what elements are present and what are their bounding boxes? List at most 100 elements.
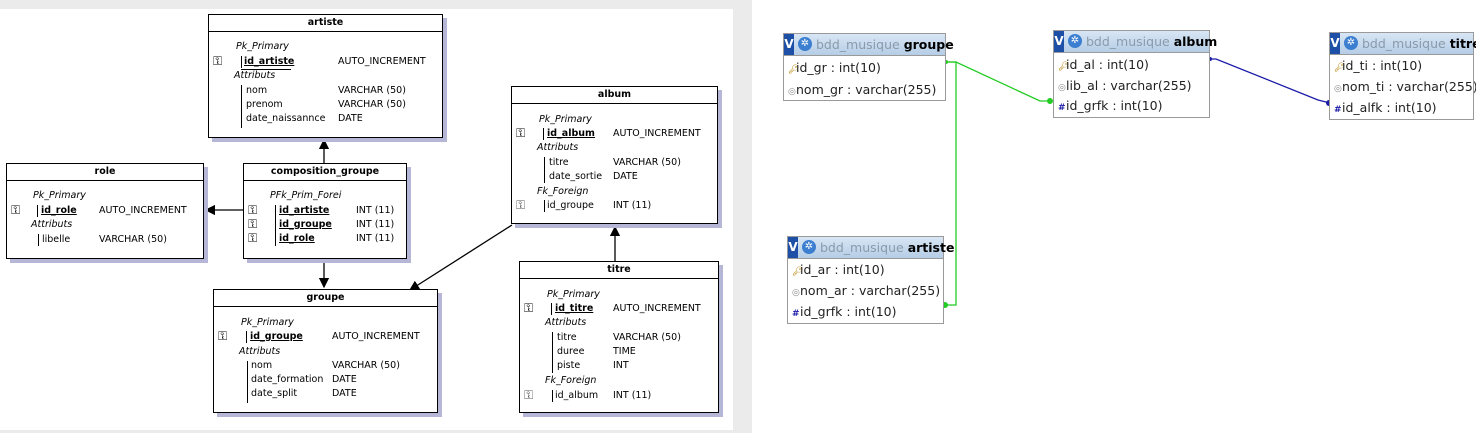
pfk-field-type: INT (11)	[356, 219, 395, 230]
attr-type: VARCHAR (50)	[613, 157, 681, 168]
fk-field-name: id_album	[555, 390, 599, 401]
attr-type: INT	[613, 360, 629, 371]
table-title: album	[512, 87, 717, 104]
table-title: groupe	[214, 290, 437, 307]
key-icon: ⚿	[524, 301, 534, 315]
table-title: artiste	[209, 15, 442, 32]
database-name: bdd_musique	[820, 240, 904, 255]
table-name: titre	[1449, 36, 1476, 51]
column-row[interactable]: #id_alfk : int(10)	[1334, 100, 1437, 118]
primary-key-icon: 🔑︎	[788, 65, 800, 75]
table-settings-icon[interactable]: ✲	[798, 37, 812, 51]
attr-type: DATE	[338, 113, 363, 124]
pk-field-type: AUTO_INCREMENT	[338, 56, 426, 67]
attr-name: date_naissannce	[246, 113, 326, 124]
section-label-pk: Pk_Primary	[241, 317, 294, 328]
attr-type: DATE	[332, 388, 357, 399]
attr-name: titre	[557, 332, 577, 343]
table-artiste: artiste ⚿ Pk_Primary id_artiste AUTO_INC…	[208, 14, 443, 138]
column-row[interactable]: ◎nom_ti : varchar(255)	[1334, 79, 1476, 97]
table-title: role	[7, 164, 203, 181]
pk-field-type: AUTO_INCREMENT	[613, 303, 701, 314]
section-label-attributes: Attributs	[31, 219, 73, 230]
attr-type: TIME	[613, 346, 636, 357]
column-row[interactable]: ◎nom_ar : varchar(255)	[792, 283, 940, 301]
table-titre: titre ⚿ Pk_Primary id_titre AUTO_INCREME…	[519, 261, 719, 413]
attr-type: VARCHAR (50)	[613, 332, 681, 343]
link-album-groupe	[408, 224, 513, 291]
foreign-key-icon: ⚿	[524, 388, 534, 402]
attr-name: prenom	[246, 99, 283, 110]
fk-field-type: INT (11)	[613, 390, 652, 401]
attr-type: VARCHAR (50)	[332, 360, 400, 371]
column-row[interactable]: ◎lib_al : varchar(255)	[1058, 78, 1192, 96]
section-label-pk: Pk_Primary	[547, 289, 600, 300]
attr-type: VARCHAR (50)	[99, 234, 167, 245]
table-settings-icon[interactable]: ✲	[1344, 36, 1358, 50]
numeric-column-icon: #	[1058, 103, 1066, 113]
attr-type: VARCHAR (50)	[338, 99, 406, 110]
table-composition-groupe: composition_groupe PFk_Prim_Forei ⚿ ⚿ ⚿ …	[243, 163, 407, 259]
pfk-field-type: INT (11)	[356, 233, 395, 244]
toggle-columns-button[interactable]: V	[1054, 31, 1064, 52]
column-row[interactable]: #id_grfk : int(10)	[1058, 98, 1162, 116]
pk-field-type: AUTO_INCREMENT	[99, 205, 187, 216]
attr-name: nom	[251, 360, 273, 371]
pma-table-header[interactable]: V ✲ bdd_musiquetitre	[1330, 33, 1476, 55]
link-titre-album	[1209, 58, 1331, 104]
attr-type: VARCHAR (50)	[338, 85, 406, 96]
left-relationship-links	[204, 138, 621, 291]
attr-name: date_formation	[251, 374, 324, 385]
numeric-column-icon: #	[792, 309, 800, 319]
toggle-columns-button[interactable]: V	[788, 237, 798, 258]
pfk-field-type: INT (11)	[356, 205, 395, 216]
table-name: groupe	[903, 37, 954, 52]
fk-field-type: INT (11)	[613, 200, 652, 211]
toggle-columns-button[interactable]: V	[1330, 33, 1340, 54]
attr-type: DATE	[332, 374, 357, 385]
text-column-icon: ◎	[788, 87, 796, 97]
pma-table-titre[interactable]: V ✲ bdd_musiquetitre 🔑︎id_ti : int(10) ◎…	[1329, 32, 1476, 120]
primary-key-icon: 🔑︎	[792, 267, 804, 277]
column-row[interactable]: 🔑︎id_ar : int(10)	[792, 262, 885, 280]
section-label-pfk: PFk_Prim_Forei	[270, 190, 342, 201]
table-name: artiste	[907, 240, 955, 255]
left-diagram-panel: artiste ⚿ Pk_Primary id_artiste AUTO_INC…	[0, 0, 752, 433]
pfk-field-name: id_groupe	[279, 219, 332, 230]
section-label-attributes: Attributs	[239, 346, 281, 357]
toggle-columns-button[interactable]: V	[784, 34, 794, 55]
table-settings-icon[interactable]: ✲	[802, 240, 816, 254]
pk-field-type: AUTO_INCREMENT	[613, 128, 701, 139]
section-label-pk: Pk_Primary	[33, 190, 86, 201]
attr-type: DATE	[613, 171, 638, 182]
table-settings-icon[interactable]: ✲	[1068, 34, 1082, 48]
section-label-pk: Pk_Primary	[539, 114, 592, 125]
column-row[interactable]: #id_grfk : int(10)	[792, 304, 896, 322]
column-row[interactable]: 🔑︎id_al : int(10)	[1058, 57, 1149, 75]
key-icon: ⚿	[11, 203, 21, 217]
key-icon: ⚿	[248, 231, 258, 245]
text-column-icon: ◎	[792, 288, 800, 298]
foreign-key-icon: ⚿	[516, 198, 526, 212]
attr-name: date_sortie	[549, 171, 603, 182]
key-icon: ⚿	[516, 126, 526, 140]
attr-name: duree	[557, 346, 585, 357]
pk-field-name: id_album	[547, 128, 595, 139]
column-row[interactable]: ◎nom_gr : varchar(255)	[788, 82, 936, 100]
left-diagram-canvas: artiste ⚿ Pk_Primary id_artiste AUTO_INC…	[0, 9, 733, 430]
database-name: bdd_musique	[816, 37, 900, 52]
key-icon: ⚿	[248, 217, 258, 231]
column-row[interactable]: 🔑︎id_gr : int(10)	[788, 60, 881, 78]
fk-field-name: id_groupe	[547, 200, 594, 211]
text-column-icon: ◎	[1334, 84, 1342, 94]
table-groupe: groupe ⚿ Pk_Primary id_groupe AUTO_INCRE…	[213, 289, 438, 413]
attr-name: libelle	[42, 234, 71, 245]
attr-name: piste	[557, 360, 581, 371]
column-row[interactable]: 🔑︎id_ti : int(10)	[1334, 58, 1422, 76]
